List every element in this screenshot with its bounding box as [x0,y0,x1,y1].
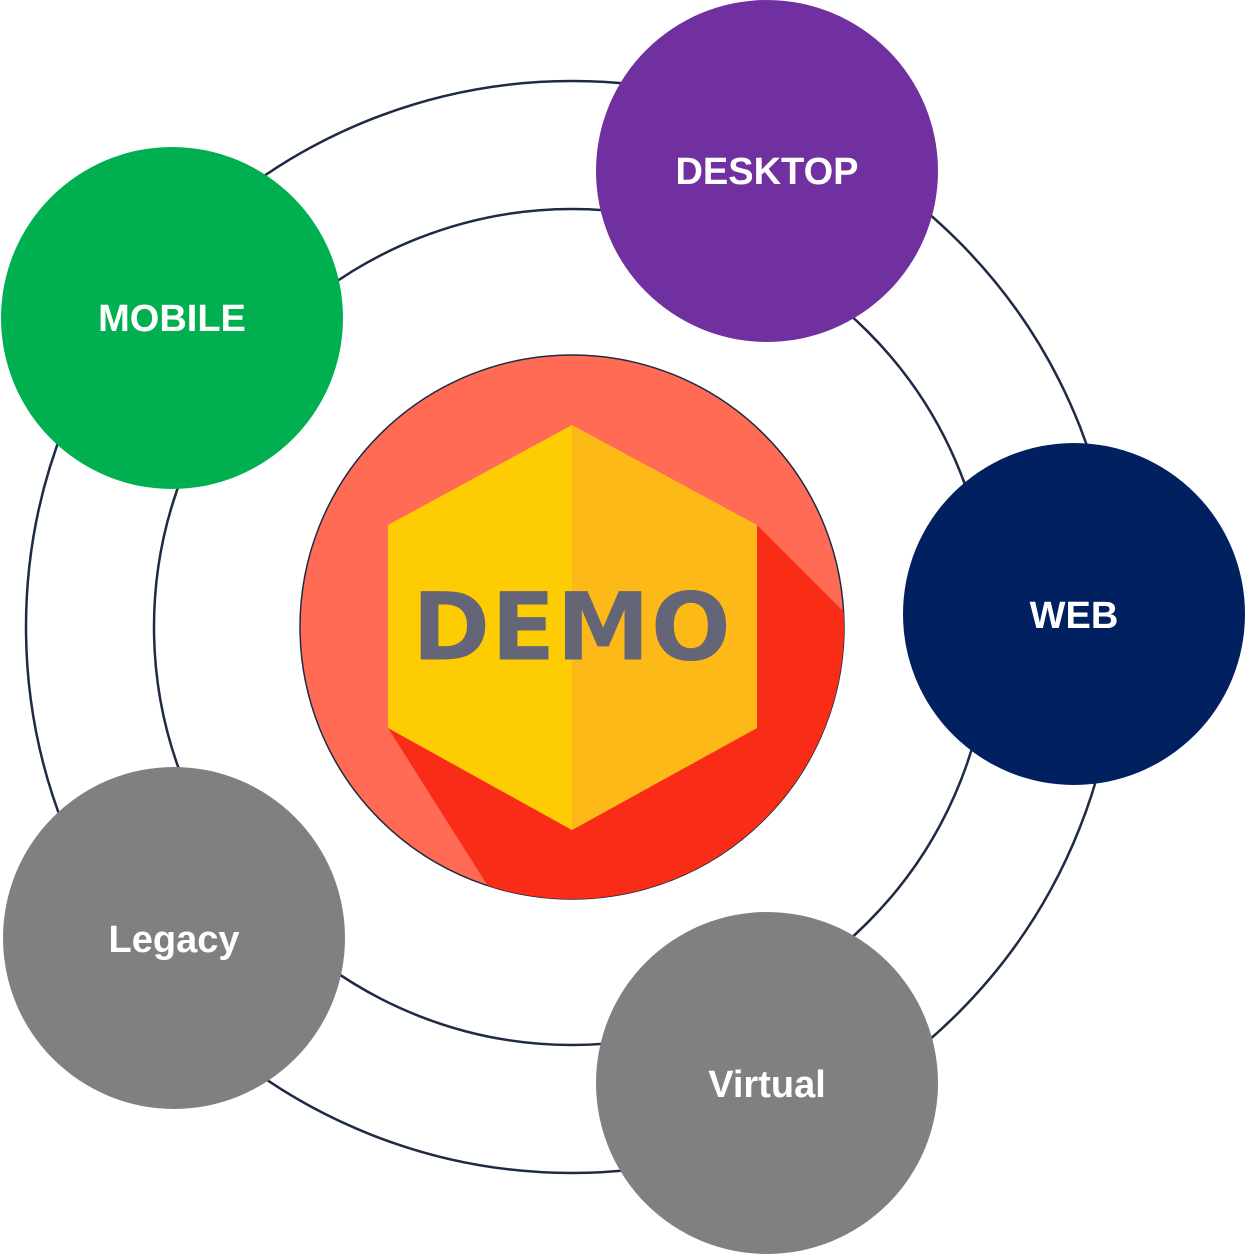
node-virtual-circle [596,912,938,1254]
node-virtual: Virtual [596,912,938,1254]
node-desktop-circle [596,0,938,342]
demo-logo-hexagon-right [572,425,757,830]
node-legacy-circle [3,767,345,1109]
node-desktop: DESKTOP [596,0,938,342]
node-legacy-label: Legacy [109,919,240,961]
demo-logo-text: DEMO [412,574,732,683]
node-web-label: WEB [1030,595,1119,637]
node-mobile-label: MOBILE [98,298,246,340]
node-desktop-label: DESKTOP [675,151,858,193]
node-web: WEB [903,443,1245,785]
node-legacy: Legacy [3,767,345,1109]
node-virtual-label: Virtual [708,1064,826,1106]
node-web-circle [903,443,1245,785]
node-mobile-circle [1,147,343,489]
demo-logo-hexagon-left [388,425,572,830]
node-mobile: MOBILE [1,147,343,489]
demo-logo: DEMO [299,354,845,900]
